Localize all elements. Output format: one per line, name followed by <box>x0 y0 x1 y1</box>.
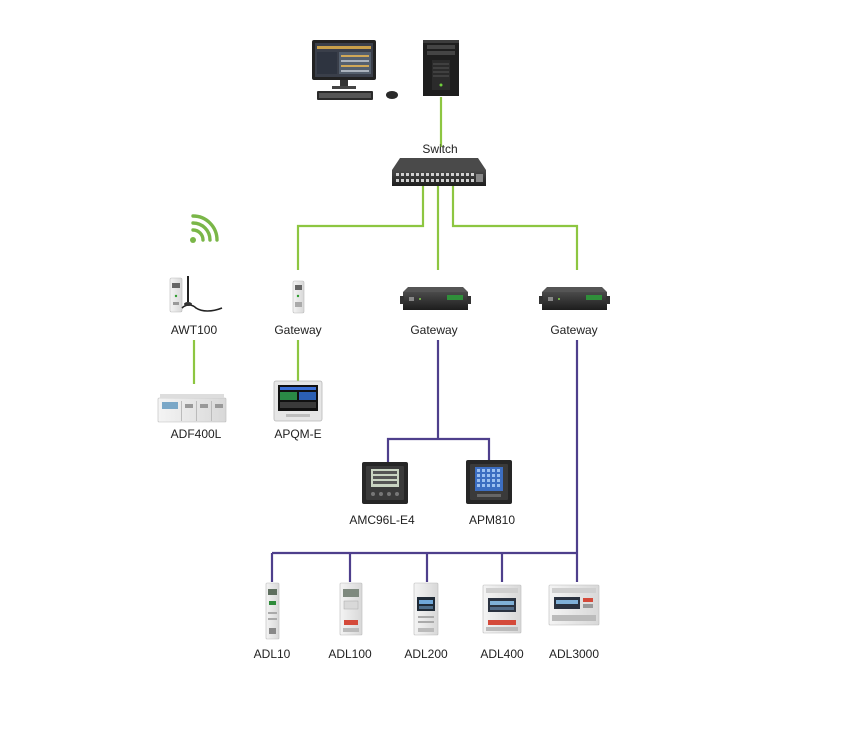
amc96l-e4-label: AMC96L-E4 <box>349 513 415 527</box>
adl10-label: ADL10 <box>253 647 291 661</box>
awt100-label: AWT100 <box>170 323 218 337</box>
panel-meter-icon <box>466 460 512 504</box>
ethernet-links <box>192 97 579 384</box>
din-rail-meter-icon <box>265 582 280 640</box>
link-bus-amc-apm <box>386 437 491 462</box>
switch-label: Switch <box>422 142 458 156</box>
din-rail-gateway-icon <box>292 280 305 314</box>
server-tower-icon <box>423 40 459 96</box>
gateway-1-label: Gateway <box>274 323 322 337</box>
din-rail-meter-icon <box>548 584 600 626</box>
apm810-label: APM810 <box>468 513 516 527</box>
din-rail-meter-icon <box>339 582 363 636</box>
gateway-3-label: Gateway <box>550 323 598 337</box>
gateway-2-label: Gateway <box>410 323 458 337</box>
link-switch-gateway-1 <box>296 186 425 270</box>
rs485-links <box>270 340 579 582</box>
apqm-e-label: APQM-E <box>274 427 322 441</box>
wifi-icon <box>190 214 219 243</box>
adl400-label: ADL400 <box>480 647 524 661</box>
din-rail-meter-icon <box>413 582 439 636</box>
computer-icon <box>312 40 398 100</box>
adl200-label: ADL200 <box>404 647 448 661</box>
panel-meter-icon <box>273 380 323 422</box>
box-gateway-icon <box>539 287 610 310</box>
box-gateway-icon <box>400 287 471 310</box>
adl3000-label: ADL3000 <box>548 647 600 661</box>
awt100-icon <box>169 276 223 313</box>
panel-meter-icon <box>362 462 408 504</box>
adf400l-label: ADF400L <box>170 427 222 441</box>
adf400l-icon <box>157 394 227 423</box>
din-rail-meter-icon <box>482 584 522 634</box>
adl100-label: ADL100 <box>328 647 372 661</box>
link-switch-gateway-3 <box>451 186 579 270</box>
network-switch-icon <box>392 158 486 186</box>
